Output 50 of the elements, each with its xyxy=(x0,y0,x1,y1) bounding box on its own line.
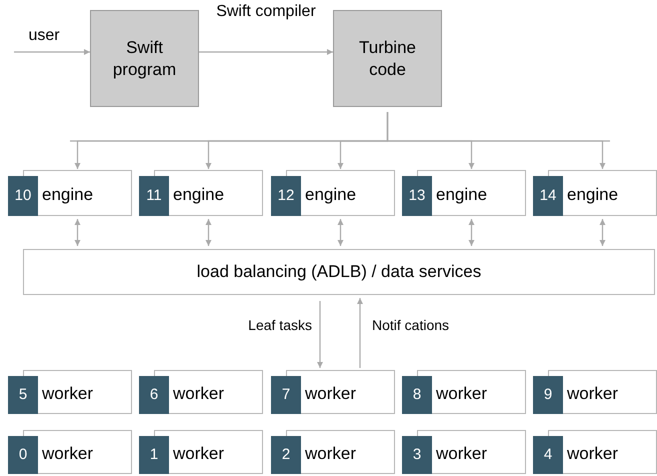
node-label: worker xyxy=(173,383,224,405)
node-label: engine xyxy=(173,184,224,206)
node-label: worker xyxy=(305,443,356,465)
node-label: worker xyxy=(436,443,488,465)
number-badge: 12 xyxy=(271,176,301,216)
node-label: worker xyxy=(567,383,618,405)
node-label: engine xyxy=(436,184,488,206)
arrow xyxy=(206,219,212,246)
node-label: load balancing (ADLB) / data services xyxy=(196,261,482,283)
node-label: engine xyxy=(42,184,94,206)
arrow xyxy=(386,112,606,169)
number-badge: 14 xyxy=(533,176,563,216)
process-box xyxy=(333,10,442,107)
number-badge: 9 xyxy=(533,376,563,414)
node-label: Turbine code xyxy=(358,37,417,80)
number-badge: 10 xyxy=(8,176,38,216)
arrow xyxy=(468,219,474,246)
number-badge: 2 xyxy=(271,436,301,474)
service-bar xyxy=(23,249,655,295)
number-badge: 1 xyxy=(139,436,169,474)
number-badge: 5 xyxy=(8,376,38,414)
arrow xyxy=(357,298,363,368)
node-label: worker xyxy=(42,383,94,405)
number-badge: 4 xyxy=(533,436,563,474)
arrow xyxy=(14,49,90,55)
node-label: worker xyxy=(173,443,224,465)
number-badge: 13 xyxy=(402,176,432,216)
process-box xyxy=(90,10,199,107)
node-label: engine xyxy=(567,184,618,206)
node-label: worker xyxy=(436,383,488,405)
arrow xyxy=(338,219,344,246)
node-label: worker xyxy=(42,443,94,465)
number-badge: 3 xyxy=(402,436,432,474)
number-badge: 6 xyxy=(139,376,169,414)
number-badge: 8 xyxy=(402,376,432,414)
edge-label: Notif cations xyxy=(372,317,450,334)
node-label: worker xyxy=(305,383,356,405)
node-label: engine xyxy=(305,184,356,206)
arrow xyxy=(199,49,333,55)
node-label: Swift program xyxy=(112,37,178,80)
arrow xyxy=(74,219,80,246)
node-label: worker xyxy=(567,443,618,465)
number-badge: 11 xyxy=(139,176,169,216)
number-badge: 0 xyxy=(8,436,38,474)
arrow xyxy=(600,219,606,246)
edge-label: user xyxy=(27,26,61,46)
arrow xyxy=(317,301,323,368)
edge-label: Leaf tasks xyxy=(247,317,312,334)
number-badge: 7 xyxy=(271,376,301,414)
edge-label: Swift compiler xyxy=(215,2,317,22)
